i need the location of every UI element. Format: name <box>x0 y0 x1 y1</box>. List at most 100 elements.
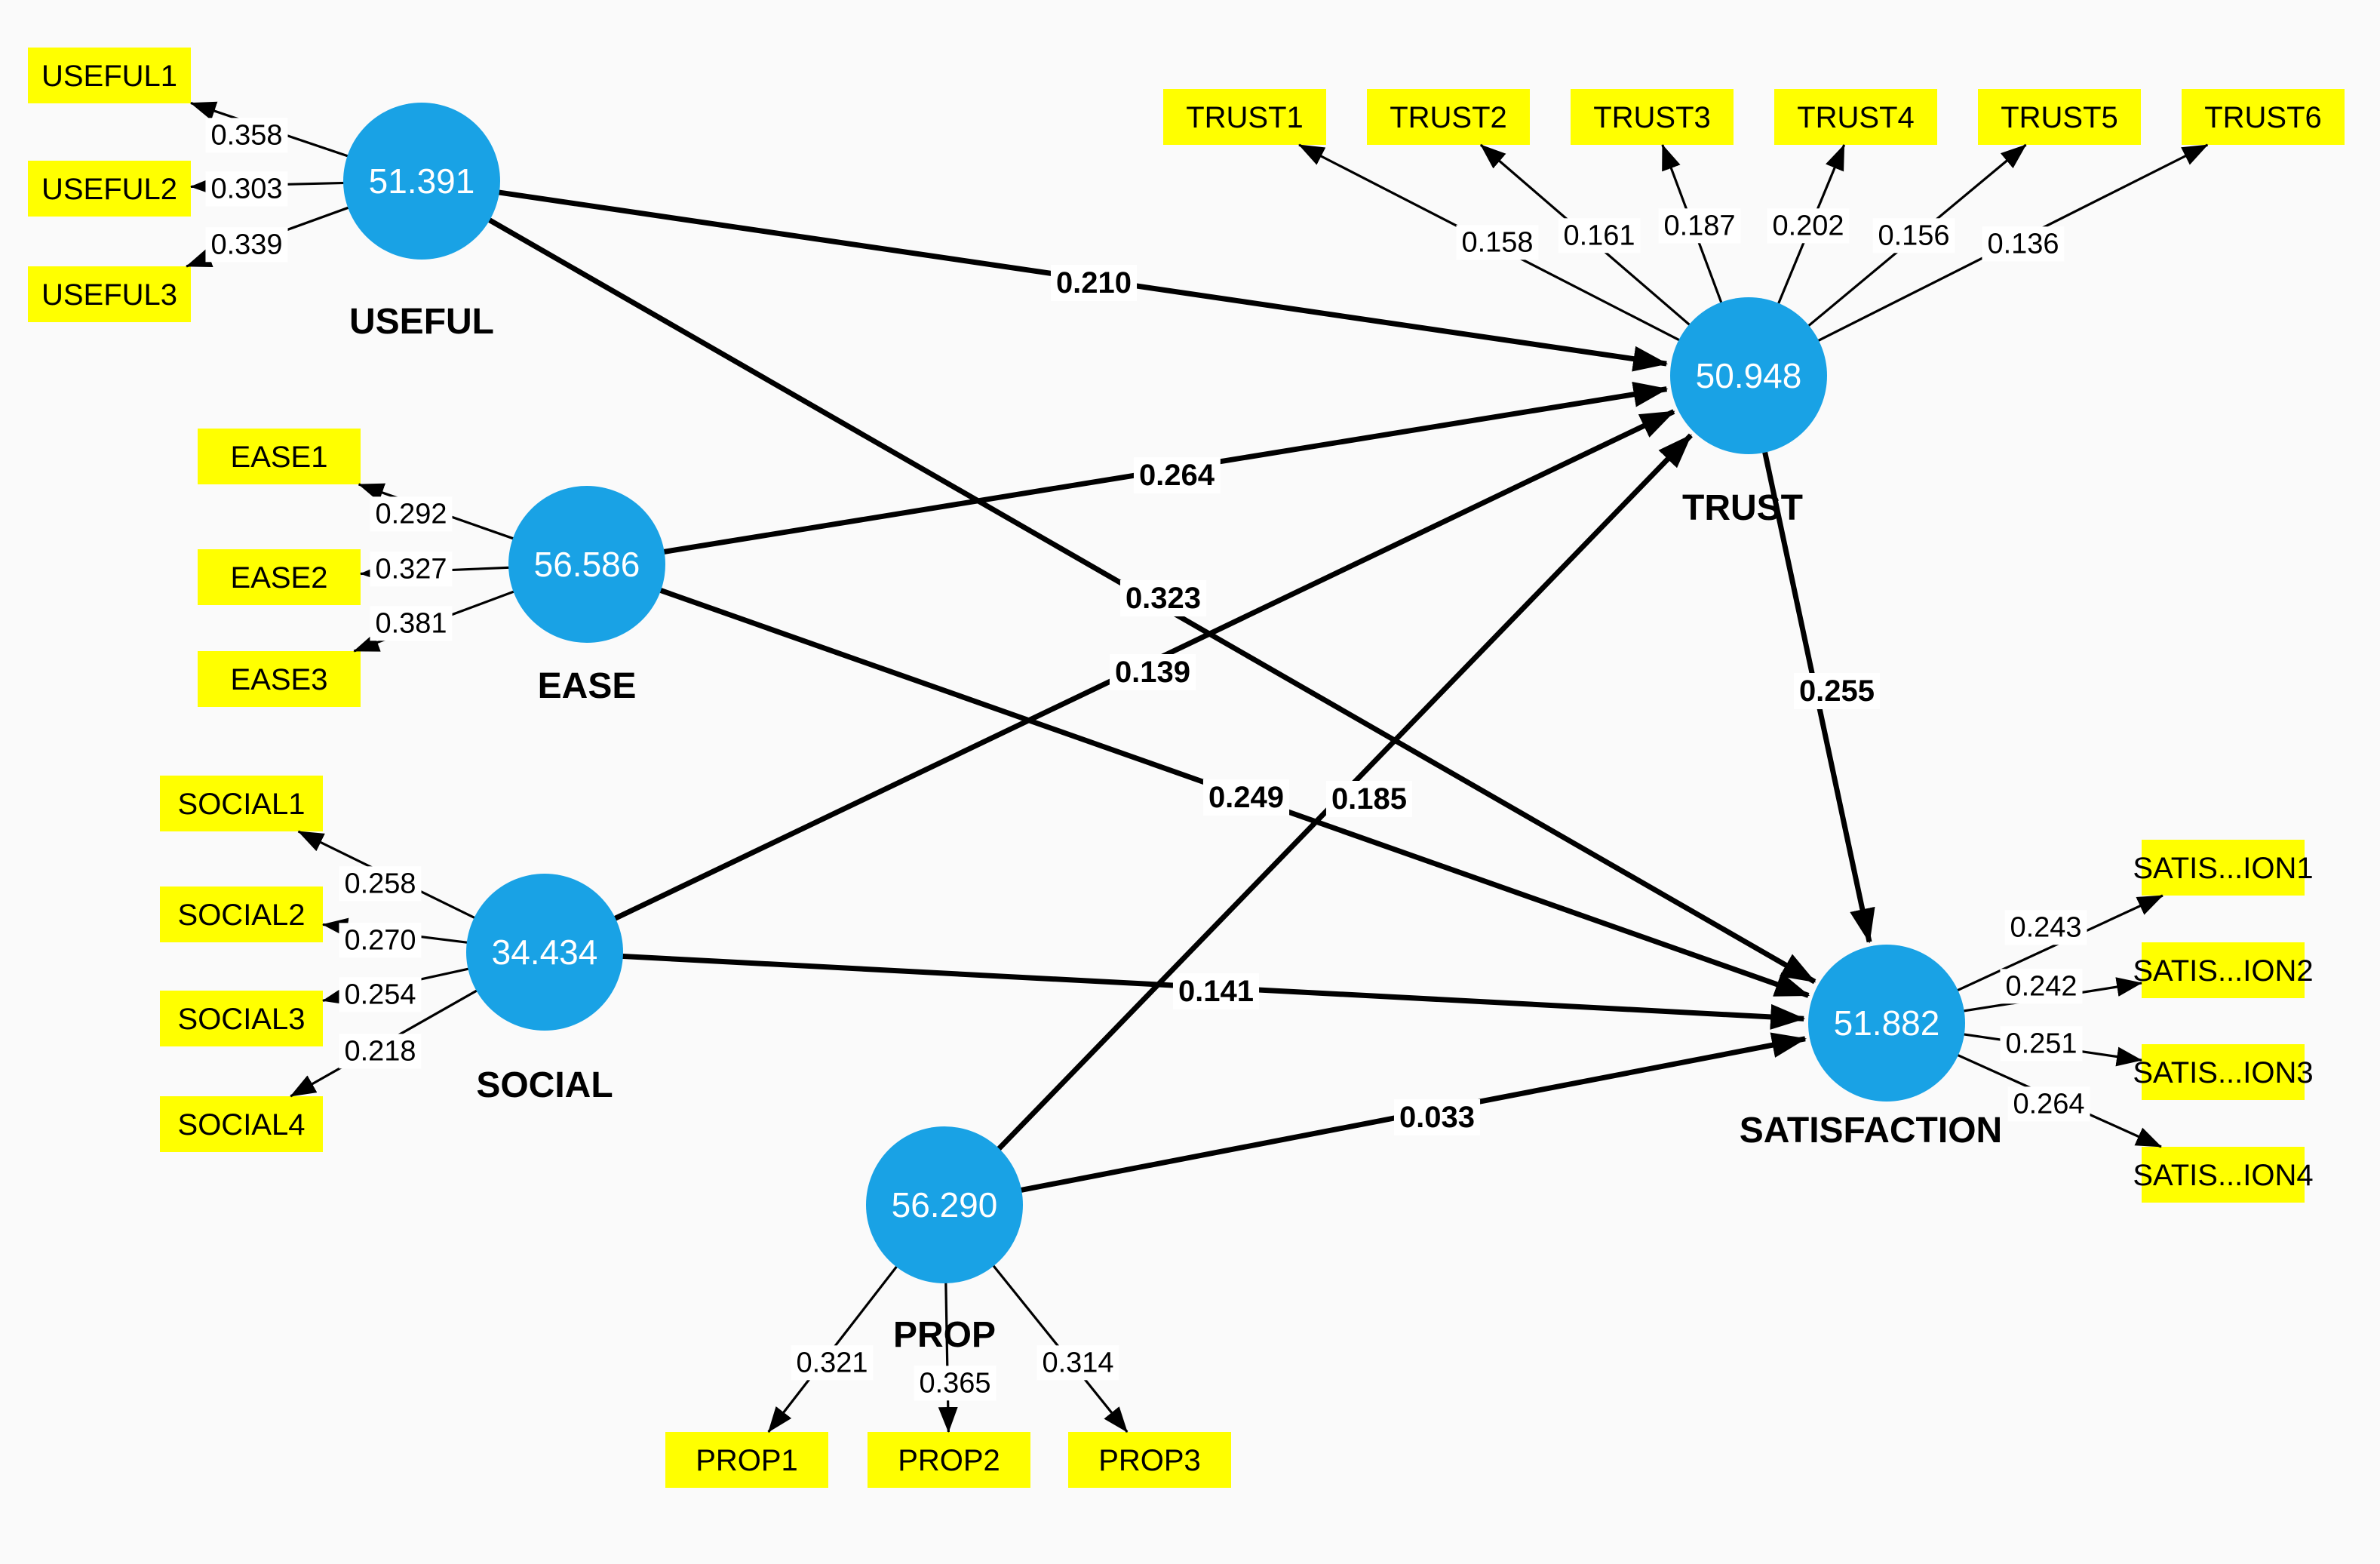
loading-label-bg <box>339 923 422 958</box>
indicator-box-TRUST5[interactable] <box>1978 89 2141 145</box>
indicator-box-label: TRUST5 <box>2001 101 2118 134</box>
loading-label: 0.254 <box>344 979 416 1010</box>
indicator-box-label: PROP1 <box>696 1444 798 1477</box>
path-arrow-EASE-SATISFACTION[interactable] <box>585 561 1810 998</box>
loading-label-bg <box>370 496 453 532</box>
indicator-box-SOCIAL4[interactable] <box>160 1096 323 1152</box>
indicator-box-label: USEFUL3 <box>41 278 177 312</box>
loading-label-bg <box>370 606 453 641</box>
indicator-box-SATISION1[interactable] <box>2142 840 2305 896</box>
path-coefficient-label-bg <box>1119 580 1207 616</box>
indicator-box-USEFUL3[interactable] <box>28 266 191 322</box>
indicator-box-TRUST6[interactable] <box>2182 89 2345 145</box>
indicator-box-label: TRUST6 <box>2204 101 2322 134</box>
loading-label: 0.339 <box>210 229 282 260</box>
indicator-arrow-TRUST-TRUST1[interactable] <box>1298 143 1749 377</box>
indicator-box-EASE3[interactable] <box>198 651 361 707</box>
indicator-arrow-TRUST-TRUST6[interactable] <box>1748 143 2209 377</box>
loading-label: 0.158 <box>1461 226 1533 258</box>
indicator-box-label: SOCIAL2 <box>178 899 306 932</box>
path-arrow-PROP-SATISFACTION[interactable] <box>944 1032 1807 1208</box>
loading-label: 0.218 <box>344 1035 416 1067</box>
loading-label-bg <box>1558 218 1641 253</box>
indicator-box-label: SOCIAL3 <box>178 1003 306 1036</box>
loading-label: 0.365 <box>919 1367 990 1399</box>
indicator-box-EASE2[interactable] <box>198 549 361 605</box>
loading-label-bg <box>1658 208 1741 244</box>
path-coefficient-label-bg <box>1202 779 1290 816</box>
loading-label-bg <box>205 171 288 207</box>
indicator-box-SOCIAL1[interactable] <box>160 776 323 831</box>
path-coefficient-label: 0.141 <box>1178 975 1254 1008</box>
indicator-box-TRUST4[interactable] <box>1774 89 1937 145</box>
indicator-box-TRUST1[interactable] <box>1163 89 1326 145</box>
loading-label-bg <box>370 552 453 587</box>
latent-node-TRUST[interactable] <box>1670 297 1827 454</box>
latent-node-USEFUL[interactable] <box>343 103 500 260</box>
latent-node-value: 51.882 <box>1834 1003 1940 1043</box>
loading-label-bg <box>339 977 422 1012</box>
indicator-box-SATISION3[interactable] <box>2142 1044 2305 1100</box>
path-arrow-USEFUL-SATISFACTION[interactable] <box>420 178 1816 985</box>
indicator-box-label: USEFUL2 <box>41 173 177 206</box>
indicator-box-label: SATIS...ION3 <box>2133 1056 2313 1089</box>
loading-label-bg <box>914 1366 997 1401</box>
loading-label: 0.251 <box>2005 1028 2077 1059</box>
loading-label: 0.156 <box>1878 220 1949 251</box>
indicator-box-label: EASE1 <box>231 441 328 474</box>
latent-node-label: PROP <box>893 1315 996 1355</box>
indicator-box-SOCIAL2[interactable] <box>160 886 323 942</box>
path-coefficient-label-bg <box>1793 673 1881 709</box>
loading-label-bg <box>339 1034 422 1069</box>
indicator-box-USEFUL2[interactable] <box>28 161 191 217</box>
indicator-box-SATISION4[interactable] <box>2142 1147 2305 1203</box>
indicator-box-EASE1[interactable] <box>198 429 361 484</box>
latent-node-SATISFACTION[interactable] <box>1808 945 1965 1102</box>
path-arrow-SOCIAL-TRUST[interactable] <box>543 409 1675 955</box>
latent-node-label: USEFUL <box>349 302 494 342</box>
indicator-box-label: SATIS...ION1 <box>2133 852 2313 885</box>
path-coefficient-label-bg <box>1325 781 1413 817</box>
loading-label: 0.381 <box>375 607 447 639</box>
loading-label-bg <box>1036 1345 1119 1381</box>
latent-node-label: EASE <box>538 666 637 706</box>
indicator-box-PROP2[interactable] <box>868 1432 1030 1488</box>
loading-label-bg <box>205 227 288 263</box>
indicator-box-PROP1[interactable] <box>665 1432 828 1488</box>
indicator-box-PROP3[interactable] <box>1068 1432 1231 1488</box>
indicator-box-label: TRUST4 <box>1797 101 1915 134</box>
loading-label: 0.242 <box>2005 970 2077 1002</box>
loading-label: 0.327 <box>375 553 447 585</box>
path-arrow-EASE-TRUST[interactable] <box>586 381 1669 567</box>
path-coefficient-label: 0.264 <box>1139 459 1215 492</box>
indicator-box-label: TRUST2 <box>1390 101 1507 134</box>
path-arrow-TRUST-SATISFACTION[interactable] <box>1746 375 1875 944</box>
latent-node-PROP[interactable] <box>866 1126 1023 1283</box>
indicator-box-TRUST3[interactable] <box>1571 89 1734 145</box>
indicator-box-SATISION2[interactable] <box>2142 942 2305 998</box>
path-arrow-PROP-TRUST[interactable] <box>942 433 1693 1207</box>
latent-node-label: TRUST <box>1682 488 1803 528</box>
indicator-box-label: SATIS...ION4 <box>2133 1159 2313 1192</box>
path-coefficient-label: 0.255 <box>1799 674 1875 708</box>
latent-node-SOCIAL[interactable] <box>466 874 623 1031</box>
latent-node-value: 56.290 <box>892 1185 998 1224</box>
indicator-box-SOCIAL3[interactable] <box>160 991 323 1046</box>
loading-label: 0.321 <box>796 1347 868 1378</box>
indicator-box-TRUST2[interactable] <box>1367 89 1530 145</box>
loading-label: 0.303 <box>210 173 282 204</box>
indicator-box-USEFUL1[interactable] <box>28 48 191 103</box>
loading-label-bg <box>1872 218 1955 253</box>
path-coefficient-label: 0.323 <box>1126 582 1201 615</box>
path-coefficient-label-bg <box>1393 1099 1481 1135</box>
path-coefficient-label: 0.185 <box>1331 782 1407 816</box>
loading-label: 0.187 <box>1663 210 1735 241</box>
latent-node-value: 56.586 <box>534 545 640 584</box>
loading-label-bg <box>1456 225 1539 260</box>
path-arrow-USEFUL-TRUST[interactable] <box>421 178 1669 372</box>
loading-label: 0.161 <box>1563 220 1635 251</box>
latent-node-EASE[interactable] <box>508 486 665 643</box>
latent-node-value: 50.948 <box>1696 356 1802 395</box>
